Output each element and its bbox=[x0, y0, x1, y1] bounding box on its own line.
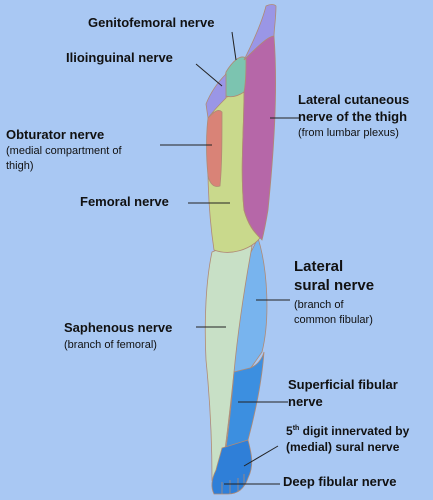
label-deep-fibular: Deep fibular nerve bbox=[283, 474, 397, 489]
toe-lines bbox=[221, 474, 245, 494]
region-genitofemoral bbox=[224, 56, 247, 98]
label-ilioinguinal: Ilioinguinal nerve bbox=[66, 50, 173, 65]
label-saphenous-sub: (branch of femoral) bbox=[64, 339, 157, 351]
label-lateral-cutaneous-2: nerve of the thigh bbox=[298, 109, 408, 124]
label-5th-digit-rest: digit innervated by bbox=[299, 424, 410, 438]
label-5th-digit-num: 5 bbox=[286, 424, 293, 438]
label-obturator-sub-2: thigh) bbox=[6, 160, 34, 172]
leader-5th-digit bbox=[243, 445, 279, 467]
label-5th-digit-2: (medial) sural nerve bbox=[286, 440, 400, 454]
label-genitofemoral: Genitofemoral nerve bbox=[88, 15, 215, 30]
label-lateral-sural-sub-1: (branch of bbox=[294, 299, 344, 311]
label-saphenous: Saphenous nerve bbox=[64, 320, 173, 335]
label-femoral: Femoral nerve bbox=[80, 194, 169, 209]
label-superficial-fibular-2: nerve bbox=[288, 394, 323, 409]
region-hip-top bbox=[243, 4, 277, 61]
label-lateral-cutaneous-sub: (from lumbar plexus) bbox=[298, 127, 399, 139]
region-obturator bbox=[206, 110, 223, 187]
label-5th-digit-sup: th bbox=[292, 425, 300, 432]
label-lateral-sural-1: Lateral bbox=[294, 258, 344, 275]
label-superficial-fibular-1: Superficial fibular bbox=[288, 377, 398, 392]
region-saphenous bbox=[204, 245, 253, 481]
region-lateral-cutaneous bbox=[241, 35, 277, 241]
leader-ilioinguinal bbox=[195, 63, 223, 87]
label-lateral-cutaneous-1: Lateral cutaneous bbox=[298, 92, 410, 107]
region-superficial-fibular bbox=[225, 351, 265, 449]
leader-genitofemoral bbox=[231, 31, 237, 61]
label-obturator-sub-1: (medial compartment of bbox=[6, 145, 122, 157]
label-lateral-sural-2: sural nerve bbox=[294, 277, 375, 294]
label-lateral-sural-sub-2: common fibular) bbox=[294, 314, 373, 326]
leader-lines bbox=[160, 31, 300, 485]
label-obturator: Obturator nerve bbox=[6, 127, 105, 142]
region-foot bbox=[211, 439, 253, 495]
label-5th-digit-1: 5th digit innervated by bbox=[286, 424, 409, 438]
